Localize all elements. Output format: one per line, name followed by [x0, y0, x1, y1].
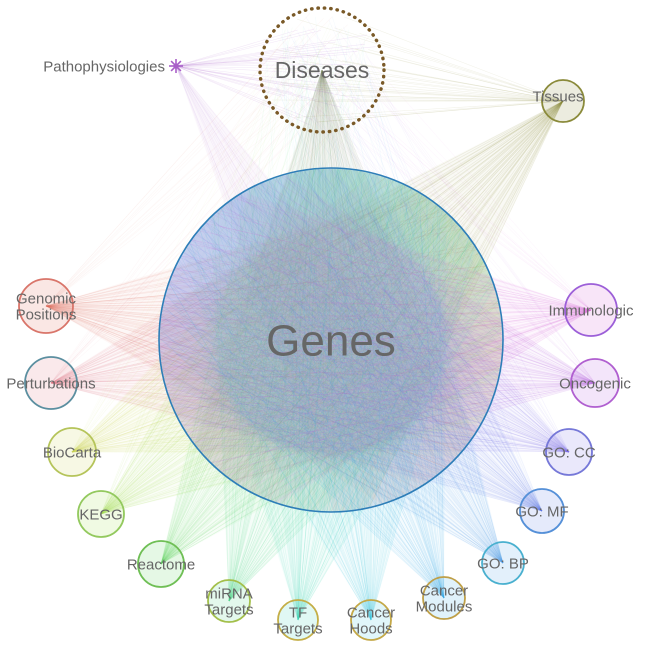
label-go-bp: GO: BP: [477, 555, 529, 572]
fan-go-bp: [159, 16, 504, 564]
label-tissues: Tissues: [532, 88, 583, 105]
nodes: [18, 6, 620, 641]
fan-diseases: [194, 69, 475, 513]
label-biocarta: BioCarta: [43, 444, 102, 461]
fan-go-cc: [158, 16, 570, 453]
fan-cancer-hoods: [165, 16, 477, 621]
node-reactome[interactable]: [137, 540, 185, 588]
node-diseases[interactable]: [258, 6, 386, 134]
node-oncogenic[interactable]: [570, 358, 620, 408]
node-cancer-modules[interactable]: [422, 576, 466, 620]
genes-interior-tint: [159, 168, 503, 512]
label-pathophysiologies: Pathophysiologies: [43, 58, 165, 75]
label-reactome: Reactome: [127, 556, 195, 573]
node-pathophysiologies[interactable]: [169, 59, 183, 73]
node-mirna-targets[interactable]: [207, 579, 251, 623]
label-oncogenic: Oncogenic: [559, 375, 631, 392]
node-go-mf[interactable]: [519, 488, 565, 534]
label-diseases: Diseases: [275, 57, 370, 83]
node-biocarta[interactable]: [47, 427, 97, 477]
fan-genomic-positions: [45, 13, 503, 505]
node-perturbations[interactable]: [24, 356, 78, 410]
fan-biocarta: [71, 23, 503, 457]
fan-go-mf: [158, 19, 543, 512]
edge-bundles: [45, 13, 596, 621]
node-genes[interactable]: [158, 167, 504, 513]
fan-mirna-targets: [210, 28, 503, 602]
fan-kegg: [100, 22, 504, 515]
node-genomic-positions[interactable]: [18, 278, 74, 334]
fan-tf-targets: [183, 27, 496, 621]
label-go-mf: GO: MF: [515, 503, 568, 520]
node-cancer-hoods[interactable]: [350, 599, 392, 641]
label-genes: Genes: [266, 316, 396, 365]
label-perturbations: Perturbations: [6, 375, 95, 392]
node-go-cc[interactable]: [545, 428, 593, 476]
labels: Genes Diseases PathophysiologiesTissuesGen…: [6, 57, 634, 637]
node-go-bp[interactable]: [481, 541, 525, 585]
fan-reactome: [160, 27, 504, 565]
label-go-cc: GO: CC: [542, 444, 596, 461]
fan-tissues: [158, 16, 564, 513]
node-immunologic[interactable]: [564, 283, 618, 337]
label-immunologic: Immunologic: [548, 302, 634, 319]
label-kegg: KEGG: [79, 506, 122, 523]
fan-cancer-modules: [158, 34, 447, 599]
fan-immunologic: [158, 28, 592, 504]
node-kegg[interactable]: [77, 490, 125, 538]
fan-perturbations: [50, 28, 504, 485]
fan-pathophysiologies: [175, 28, 478, 512]
node-tissues[interactable]: [541, 79, 585, 123]
fan-oncogenic: [158, 26, 596, 484]
node-tf-targets[interactable]: [277, 599, 319, 641]
